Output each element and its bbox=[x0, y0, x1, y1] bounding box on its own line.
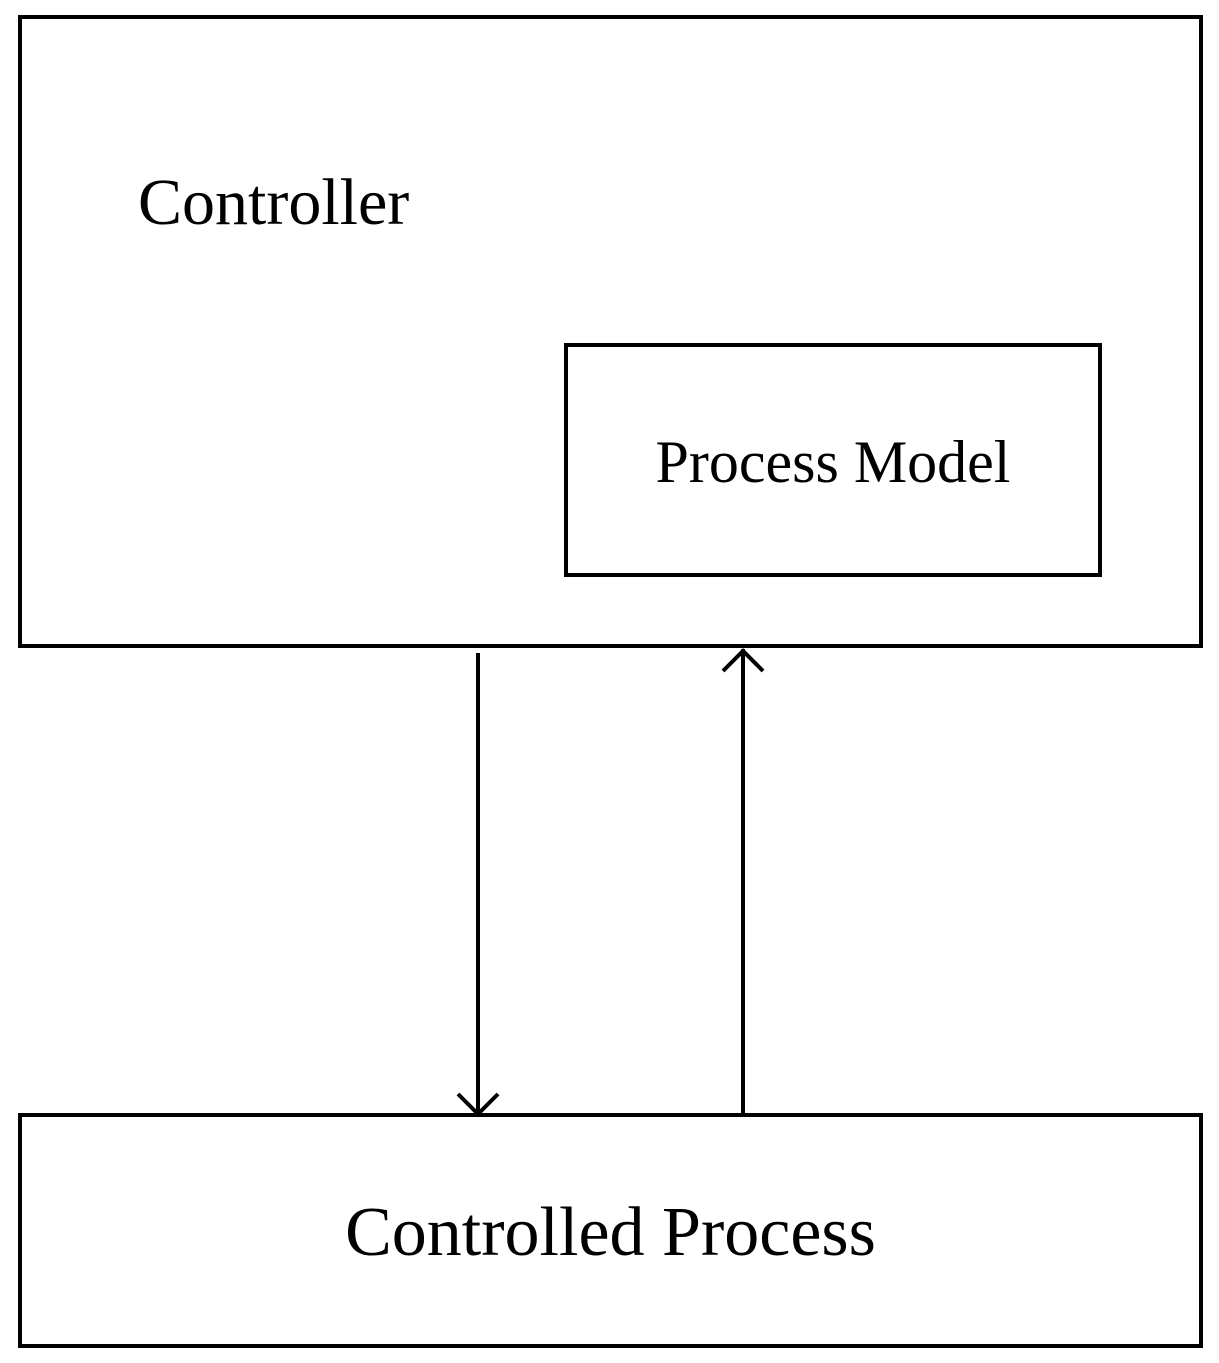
control-action-arrow bbox=[456, 653, 500, 1117]
process-model-box: Process Model bbox=[564, 343, 1102, 577]
feedback-arrow bbox=[721, 648, 765, 1115]
feedback-arrowhead bbox=[721, 648, 765, 673]
controller-box bbox=[18, 15, 1203, 648]
control-action-arrowhead bbox=[456, 1092, 500, 1117]
process-model-label: Process Model bbox=[655, 429, 1011, 495]
controlled-process-box: Controlled Process bbox=[18, 1113, 1203, 1348]
controller-label: Controller bbox=[138, 166, 410, 239]
controlled-process-label: Controlled Process bbox=[345, 1193, 876, 1271]
